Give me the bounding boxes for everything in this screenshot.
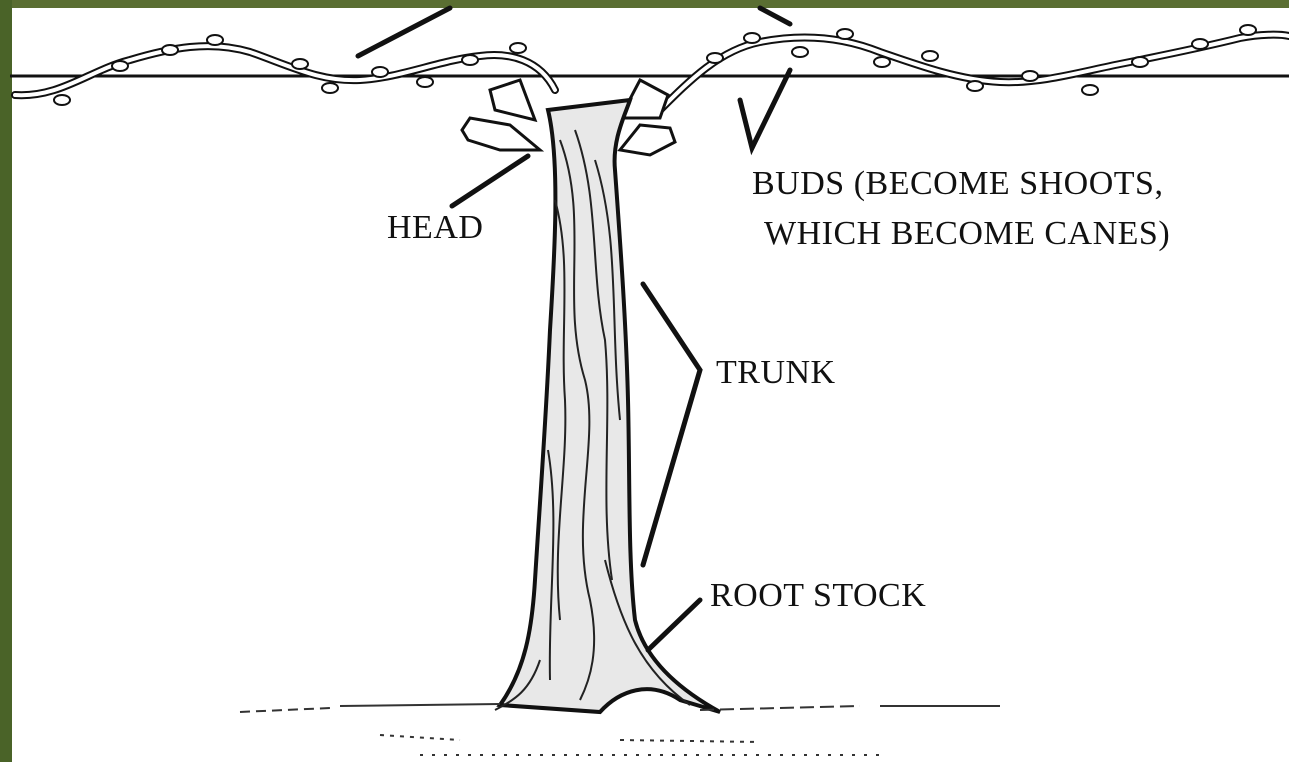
ground <box>240 704 1000 755</box>
head-label: HEAD <box>387 208 483 249</box>
trunk-label: TRUNK <box>716 353 836 394</box>
buds-label-line-1: BUDS (BECOME SHOOTS, <box>752 164 1163 205</box>
buds-label-line-2: WHICH BECOME CANES) <box>764 214 1170 255</box>
root-stock-label: ROOT STOCK <box>710 576 926 617</box>
